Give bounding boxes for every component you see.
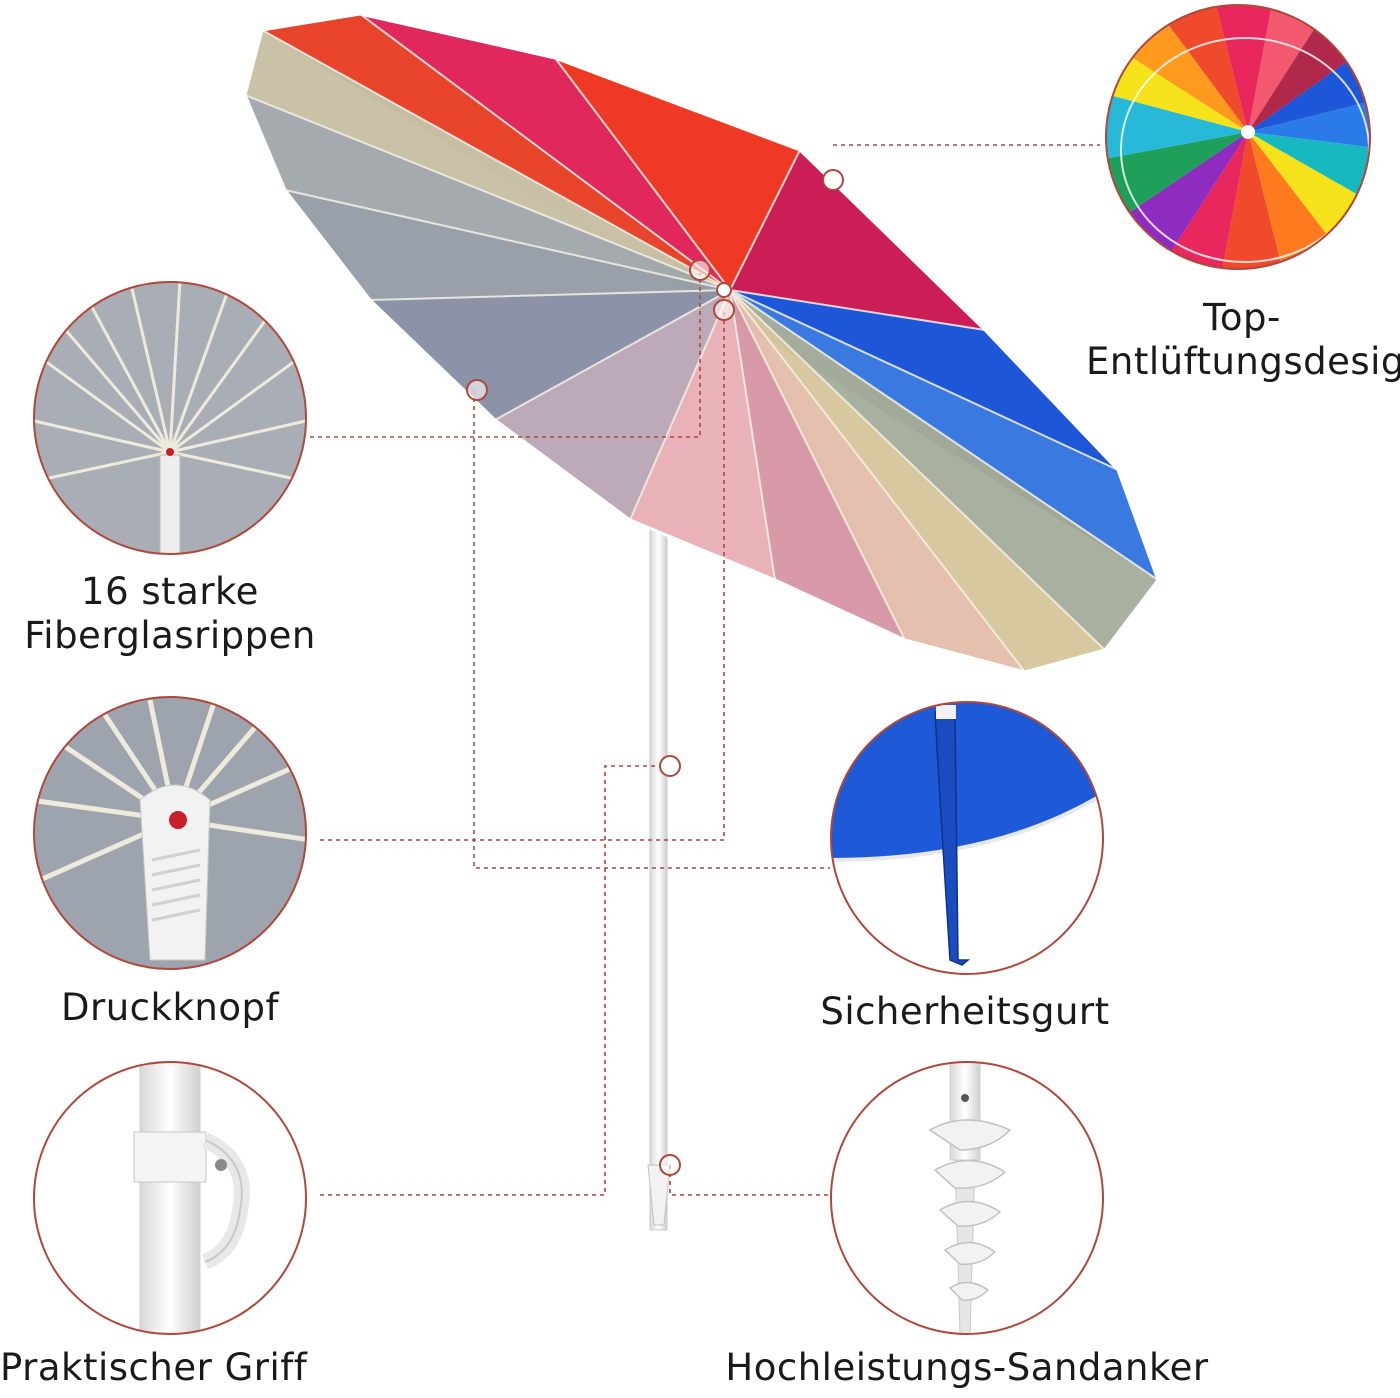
canopy-hub — [716, 282, 732, 298]
label-ribs-line1: 16 starke — [81, 570, 259, 613]
umbrella-main — [243, 12, 1160, 1231]
canopy-edge — [243, 12, 1160, 674]
callout-ring — [33, 1061, 307, 1335]
label-top-vent: Top- Entlüftungsdesign — [1086, 296, 1400, 384]
detail-handle — [33, 1061, 307, 1335]
detail-push-button — [33, 696, 307, 970]
umbrella-ribs — [244, 13, 1159, 673]
callout-ring — [830, 1061, 1104, 1335]
label-top-vent-line1: Top- — [1203, 296, 1281, 339]
callout-markers — [466, 169, 844, 1176]
label-push-button: Druckknopf — [61, 986, 279, 1029]
callout-ring — [33, 696, 307, 970]
callout-ring — [830, 701, 1104, 975]
detail-safety-strap — [830, 701, 1104, 975]
label-sand-anchor: Hochleistungs-Sandanker — [725, 1346, 1209, 1389]
label-top-vent-line2: Entlüftungsdesign — [1086, 340, 1400, 383]
label-safety-strap: Sicherheitsgurt — [820, 990, 1110, 1033]
callout-ring — [33, 281, 307, 555]
label-ribs-line2: Fiberglasrippen — [24, 614, 316, 657]
label-ribs: 16 starke Fiberglasrippen — [10, 570, 330, 658]
detail-ribs — [33, 281, 307, 555]
detail-top-vent — [1105, 4, 1371, 270]
detail-sand-anchor — [830, 1061, 1104, 1335]
callout-ring — [1105, 4, 1371, 270]
label-handle: Praktischer Griff — [0, 1346, 308, 1389]
